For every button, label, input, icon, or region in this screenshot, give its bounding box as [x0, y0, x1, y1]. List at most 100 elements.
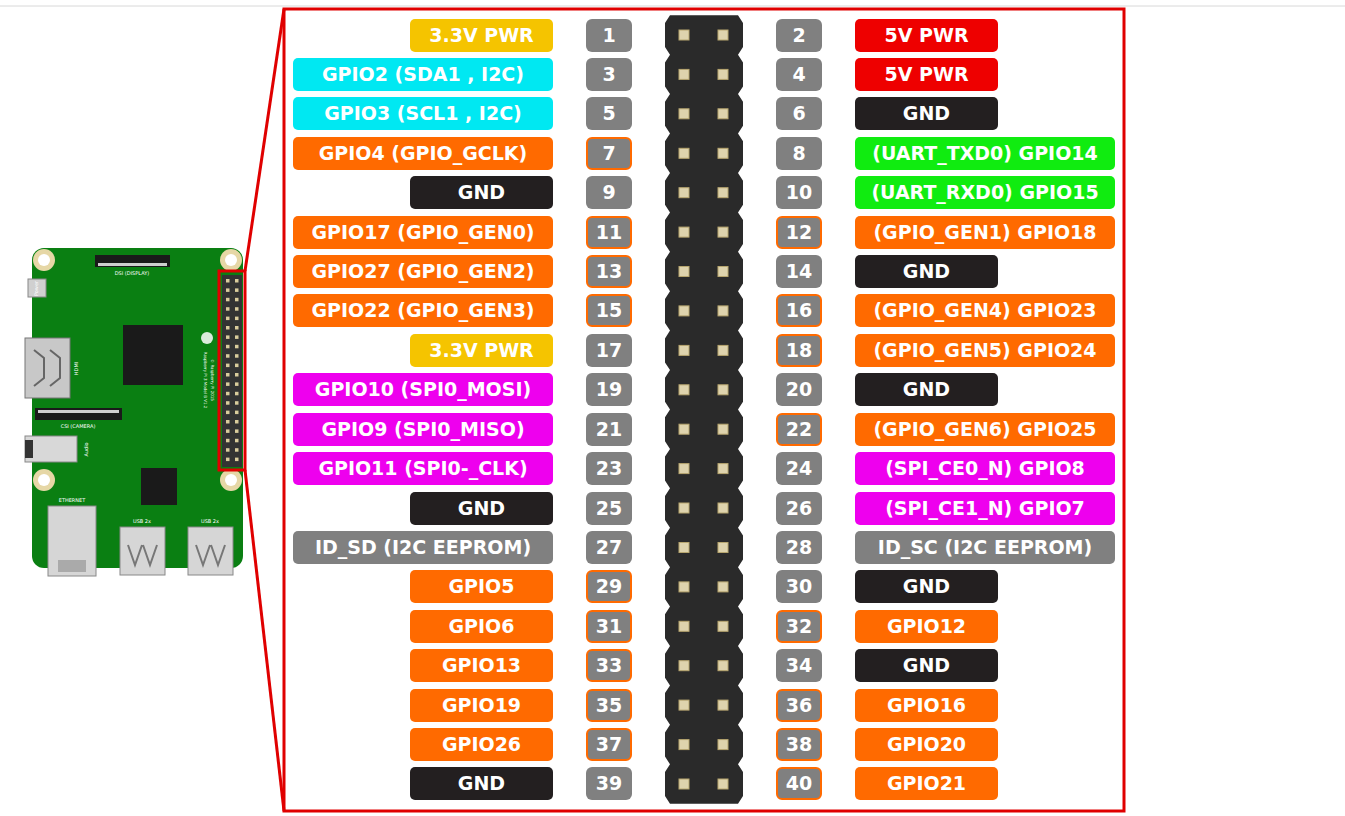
pin-number: 39 — [586, 767, 632, 800]
pin-number: 24 — [776, 452, 822, 485]
pin-name: GND — [458, 774, 505, 793]
header-pin — [718, 148, 728, 158]
pin-number: 1 — [586, 19, 632, 52]
pin-number-text: 20 — [786, 380, 812, 399]
pin-number-text: 32 — [786, 617, 812, 636]
pin-number: 33 — [586, 649, 632, 682]
pin-number-text: 9 — [602, 183, 615, 202]
pin-number-text: 18 — [786, 341, 812, 360]
usb-chip — [141, 468, 177, 505]
board-header-pins — [226, 279, 239, 461]
pin-number-text: 25 — [596, 499, 622, 518]
board-header-pin — [235, 345, 239, 349]
pin-number: 4 — [776, 58, 822, 91]
board-header-pin — [226, 429, 230, 433]
pin-name: GND — [903, 656, 950, 675]
mounting-hole — [225, 254, 237, 266]
pin-number: 36 — [776, 689, 822, 722]
pin-number: 26 — [776, 492, 822, 525]
usb-port — [120, 527, 165, 575]
pin-label: GPIO3 (SCL1 , I2C) — [293, 97, 553, 130]
pin-label: GPIO21 — [855, 767, 998, 800]
power-connector — [28, 279, 46, 297]
board-header-pin — [235, 298, 239, 302]
board-header-pin — [235, 364, 239, 368]
header-pin — [679, 69, 689, 79]
board-header-pin — [226, 392, 230, 396]
usb-port — [196, 545, 225, 565]
board-header-pin — [235, 439, 239, 443]
pin-label: GPIO19 — [410, 689, 553, 722]
header-pin — [679, 503, 689, 513]
mounting-hole — [220, 249, 242, 271]
pin-number-text: 17 — [596, 341, 622, 360]
pin-number-text: 11 — [596, 223, 622, 242]
board-header-pin — [235, 401, 239, 405]
header-pin — [718, 700, 728, 710]
pin-name: GND — [903, 380, 950, 399]
pin-label: GPIO22 (GPIO_GEN3) — [293, 294, 553, 327]
pin-name: ID_SC (I2C EEPROM) — [878, 538, 1092, 557]
board-header-pin — [235, 420, 239, 424]
pin-label: (SPI_CE1_N) GPIO7 — [855, 492, 1115, 525]
pin-number-text: 7 — [602, 144, 615, 163]
pin-label: (UART_TXD0) GPIO14 — [855, 137, 1115, 170]
pin-label: 3.3V PWR — [410, 19, 553, 52]
pin-number-text: 37 — [596, 735, 622, 754]
pin-label: GND — [855, 255, 998, 288]
pin-label: GPIO11 (SPI0-_CLK) — [293, 452, 553, 485]
pin-label: GPIO6 — [410, 610, 553, 643]
pin-name: GPIO4 (GPIO_GCLK) — [319, 144, 528, 163]
pin-number-text: 12 — [786, 223, 812, 242]
pin-name: GPIO26 — [442, 735, 521, 754]
pin-name: GND — [458, 183, 505, 202]
pin-name: 5V PWR — [884, 65, 968, 84]
header-pin — [718, 582, 728, 592]
pin-label: 5V PWR — [855, 19, 998, 52]
pin-number-text: 35 — [596, 696, 622, 715]
pin-name: GPIO21 — [887, 774, 966, 793]
board-header-pin — [226, 317, 230, 321]
mounting-hole — [225, 474, 237, 486]
pin-name: (SPI_CE0_N) GPIO8 — [885, 459, 1085, 478]
logo — [201, 332, 213, 344]
header-pin — [679, 582, 689, 592]
board-header-pin — [235, 382, 239, 386]
pin-number-text: 36 — [786, 696, 812, 715]
header-pin — [679, 188, 689, 198]
header-pin — [679, 740, 689, 750]
hdmi-port — [34, 350, 60, 386]
header-pin — [679, 385, 689, 395]
board-marking: ETHERNET — [59, 498, 86, 503]
audio-jack — [25, 436, 77, 462]
board-marking: Raspberry Pi 3 Model B V1.2 — [203, 352, 207, 409]
pin-number-text: 28 — [786, 538, 812, 557]
pin-name: GPIO16 — [887, 696, 966, 715]
pin-number: 32 — [776, 610, 822, 643]
pin-label: GND — [410, 176, 553, 209]
usb-port — [128, 545, 157, 565]
pin-name: GPIO17 (GPIO_GEN0) — [311, 223, 534, 242]
board-header-pin — [226, 326, 230, 330]
header-pin — [718, 464, 728, 474]
header-pin — [679, 148, 689, 158]
board-marking: CSI (CAMERA) — [61, 424, 96, 429]
pin-name: 5V PWR — [884, 26, 968, 45]
header-pin — [718, 306, 728, 316]
board-header-pin — [235, 448, 239, 452]
pin-number-text: 24 — [786, 459, 812, 478]
pin-name: (GPIO_GEN4) GPIO23 — [873, 301, 1096, 320]
pin-name: GPIO11 (SPI0-_CLK) — [318, 459, 527, 478]
board-marking: Audio — [84, 442, 89, 456]
zoom-line — [245, 470, 284, 811]
pin-number: 40 — [776, 767, 822, 800]
pin-number-text: 21 — [596, 420, 622, 439]
pin-number: 19 — [586, 373, 632, 406]
pin-number: 34 — [776, 649, 822, 682]
pin-number: 6 — [776, 97, 822, 130]
board-header-pin — [235, 458, 239, 462]
header-pin — [679, 109, 689, 119]
pin-number: 21 — [586, 413, 632, 446]
pin-number: 2 — [776, 19, 822, 52]
